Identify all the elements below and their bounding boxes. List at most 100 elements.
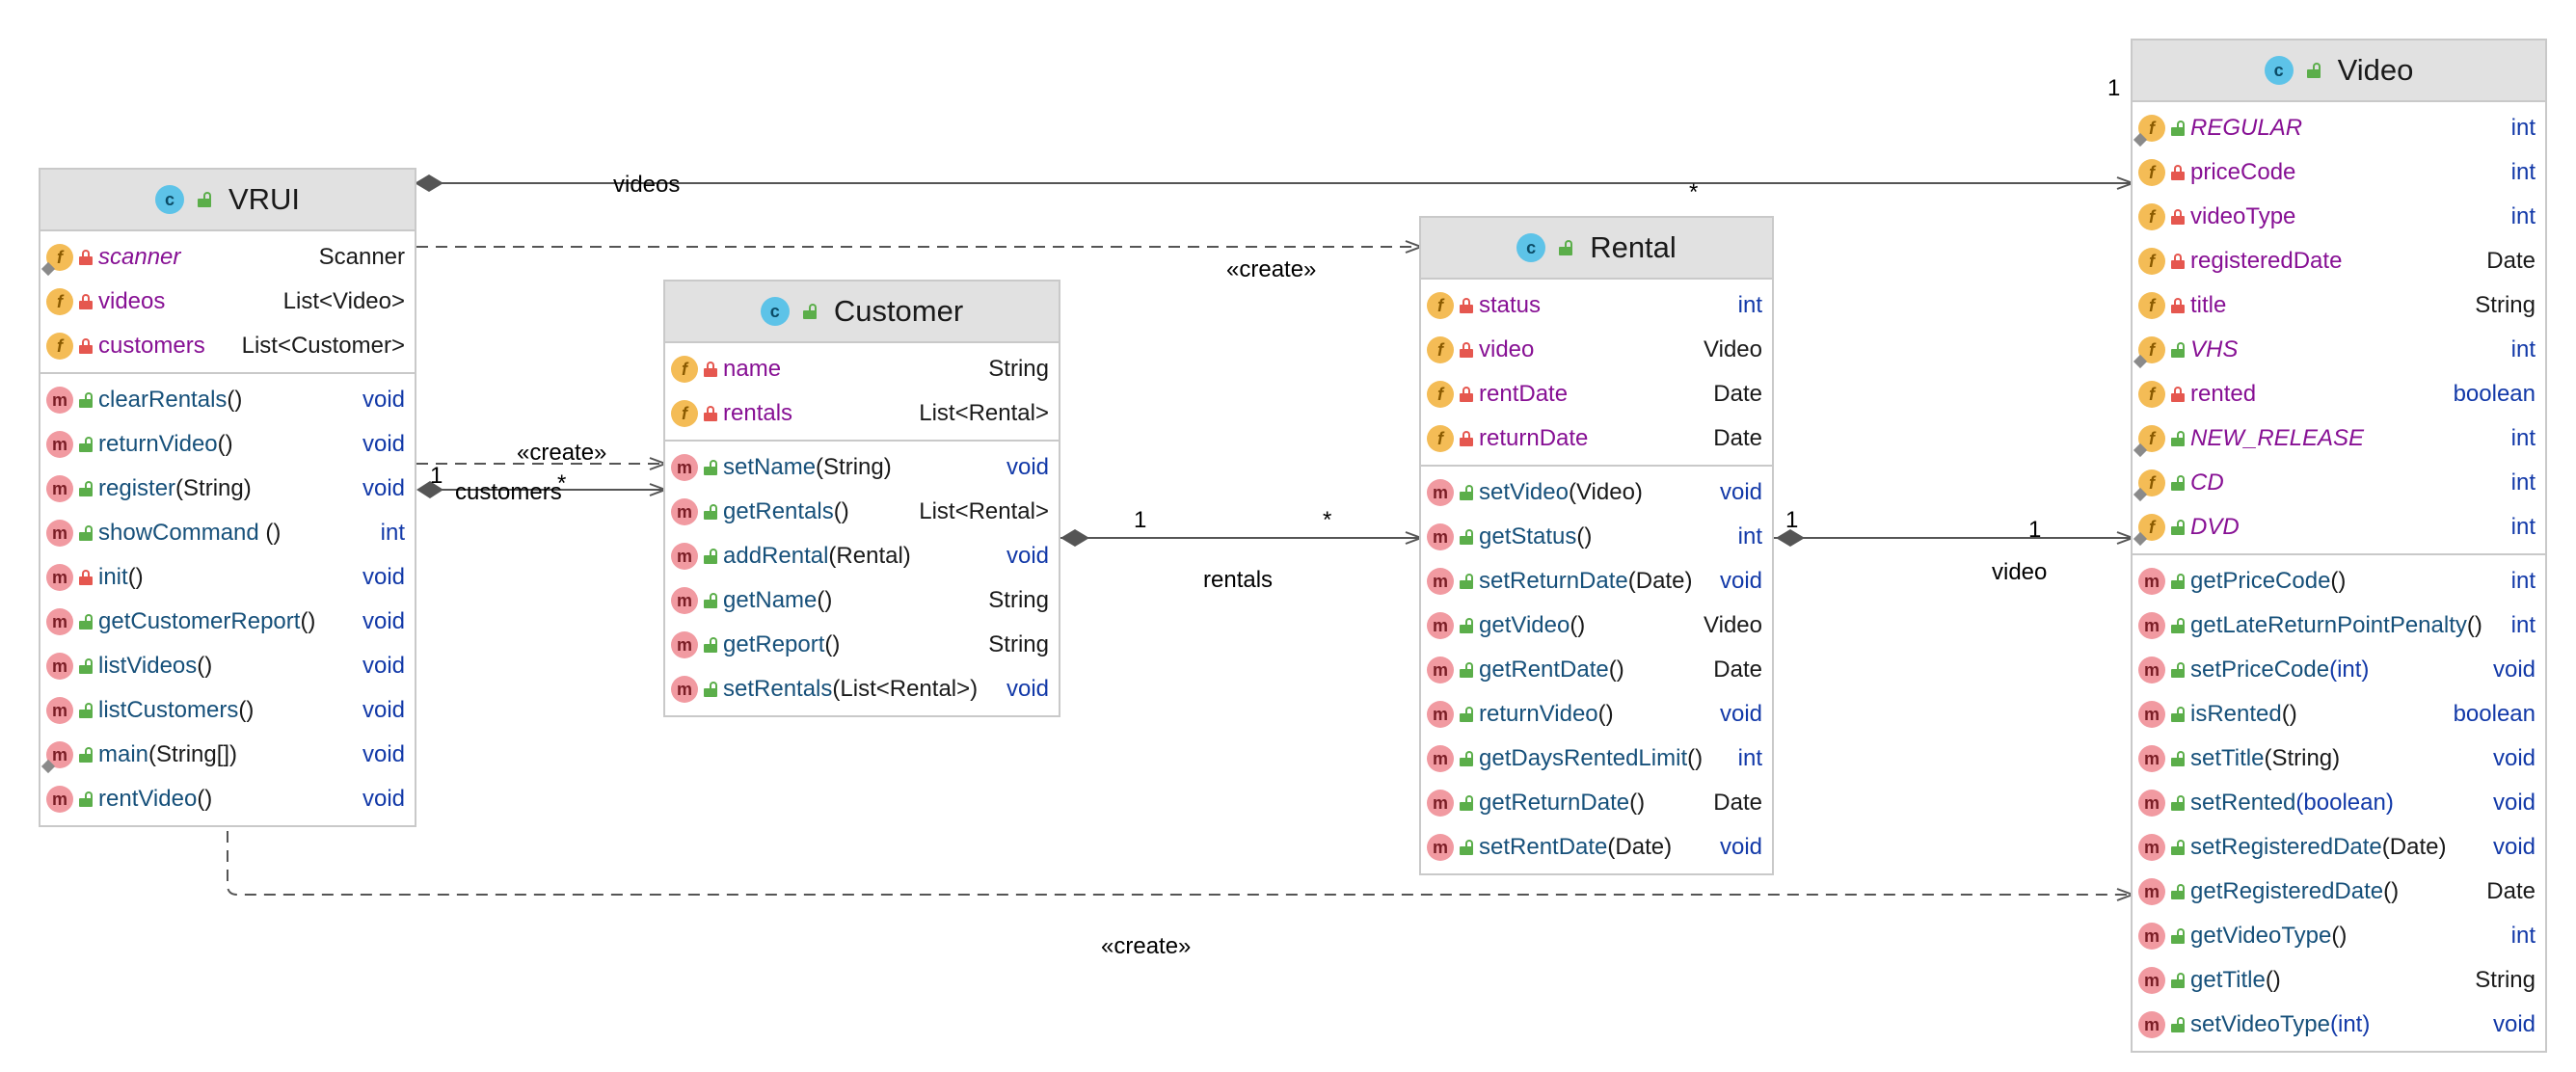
method-icon: m xyxy=(671,587,698,614)
multiplicity-rentals-one: 1 xyxy=(1134,507,1147,533)
method-signature: getName() xyxy=(723,587,988,614)
method-name: setRegisteredDate xyxy=(2190,834,2382,860)
method-return-type: void xyxy=(2492,745,2536,771)
public-lock-icon xyxy=(1559,240,1573,255)
method-return-type: void xyxy=(362,697,405,723)
method-return-type: Date xyxy=(1713,790,1762,816)
field-icon: f xyxy=(671,400,698,427)
private-lock-icon xyxy=(2171,254,2185,269)
field-type: Scanner xyxy=(318,244,405,270)
method-name: getPriceCode xyxy=(2190,568,2331,594)
field-icon: f xyxy=(1427,336,1454,363)
method-name: rentVideo xyxy=(98,786,198,812)
method-args: () xyxy=(817,587,833,613)
field-name: VHS xyxy=(2190,336,2239,362)
method-args: (Date) xyxy=(1627,568,1693,594)
method-return-type: String xyxy=(988,587,1049,613)
method-args: () xyxy=(1597,701,1614,727)
method-return-type: void xyxy=(1006,543,1049,569)
field-type: boolean xyxy=(2453,381,2536,407)
public-lock-icon xyxy=(2171,342,2185,358)
public-lock-icon xyxy=(704,593,717,608)
method-icon: m xyxy=(46,475,73,502)
class-header: c Rental xyxy=(1421,218,1772,280)
method-name: getRentDate xyxy=(1479,657,1609,683)
method-signature: getPriceCode() xyxy=(2190,568,2511,595)
field-type: Date xyxy=(1713,425,1762,451)
method-name: listCustomers xyxy=(98,697,239,723)
method-row[interactable]: m getName()String xyxy=(665,578,1059,623)
public-lock-icon xyxy=(704,549,717,564)
method-icon: m xyxy=(2138,878,2165,905)
method-name: getRegisteredDate xyxy=(2190,878,2384,904)
multiplicity-videos-many: * xyxy=(1689,179,1699,205)
method-signature: getReport() xyxy=(723,631,988,658)
method-args: () xyxy=(197,786,213,812)
method-signature: getTitle() xyxy=(2190,967,2475,994)
multiplicity-video-one-left: 1 xyxy=(1785,507,1799,533)
method-icon: m xyxy=(1427,701,1454,728)
field-type: Date xyxy=(2486,248,2536,274)
field-name: rentals xyxy=(723,400,793,426)
edge-vrui-create-video xyxy=(227,812,2133,895)
